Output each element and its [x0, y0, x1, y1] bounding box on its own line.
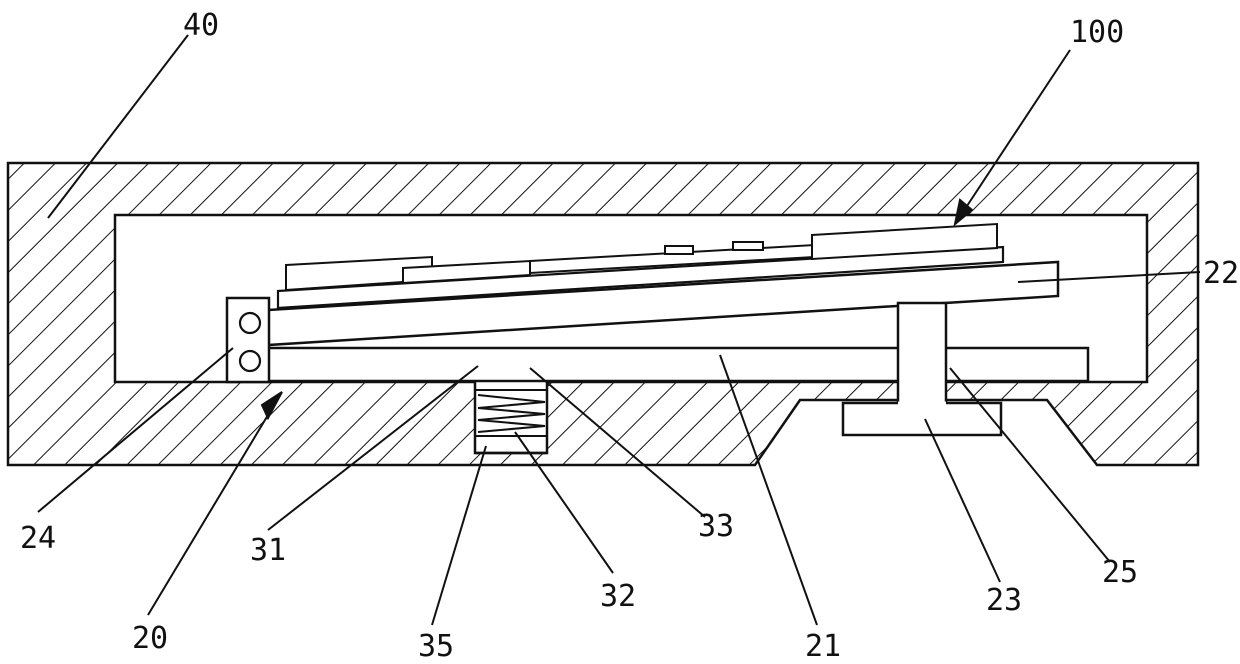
label-32: 32	[600, 579, 636, 614]
label-20: 20	[132, 621, 168, 656]
label-22: 22	[1203, 256, 1239, 291]
label-33: 33	[698, 509, 734, 544]
label-24: 24	[20, 521, 56, 556]
label-23: 23	[986, 583, 1022, 618]
reference-labels: 40 100 22 24 20 31 35 32 33 21 23 25	[20, 8, 1239, 664]
leader-35	[432, 446, 486, 625]
label-25: 25	[1102, 555, 1138, 590]
label-40: 40	[183, 8, 219, 43]
label-35: 35	[418, 629, 454, 664]
bottom-plate-21	[268, 348, 1088, 381]
post-base-23	[843, 403, 1001, 435]
label-21: 21	[805, 629, 841, 664]
pivot-hole-upper	[240, 313, 260, 333]
label-100: 100	[1070, 15, 1124, 50]
pivot-hole-lower	[240, 351, 260, 371]
leader-23	[925, 419, 1000, 582]
label-31: 31	[250, 533, 286, 568]
post-stem-25	[898, 303, 946, 403]
leader-lines	[38, 35, 1200, 625]
